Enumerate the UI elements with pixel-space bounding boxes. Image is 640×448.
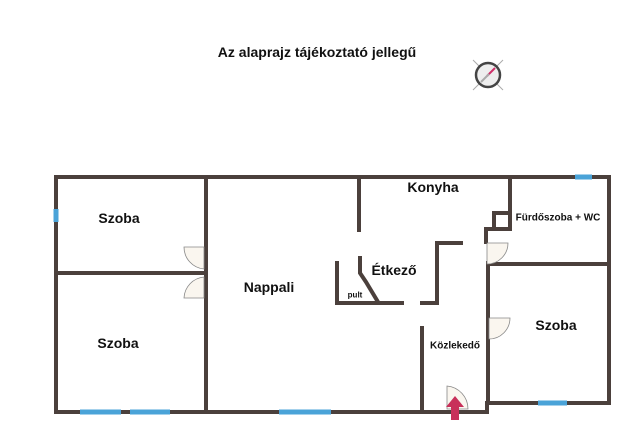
room-label-furdoszoba: Fürdőszoba + WC — [515, 212, 601, 224]
room-label-szoba-right: Szoba — [535, 317, 577, 333]
walls — [54, 175, 611, 414]
room-label-kozlekedo: Közlekedő — [429, 340, 481, 352]
compass-icon — [472, 59, 504, 91]
room-label-konyha: Konyha — [407, 179, 459, 195]
doors — [183, 242, 511, 410]
room-label-szoba-bottom-left: Szoba — [97, 335, 139, 351]
room-label-szoba-top-left: Szoba — [98, 210, 140, 226]
entrance-arrow-icon — [446, 396, 464, 420]
room-label-etkezo: Étkező — [371, 262, 417, 278]
plan-title: Az alaprajz tájékoztató jellegű — [217, 44, 417, 60]
room-label-nappali: Nappali — [243, 279, 295, 295]
room-label-pult: pult — [347, 290, 363, 300]
windows — [53, 174, 592, 415]
